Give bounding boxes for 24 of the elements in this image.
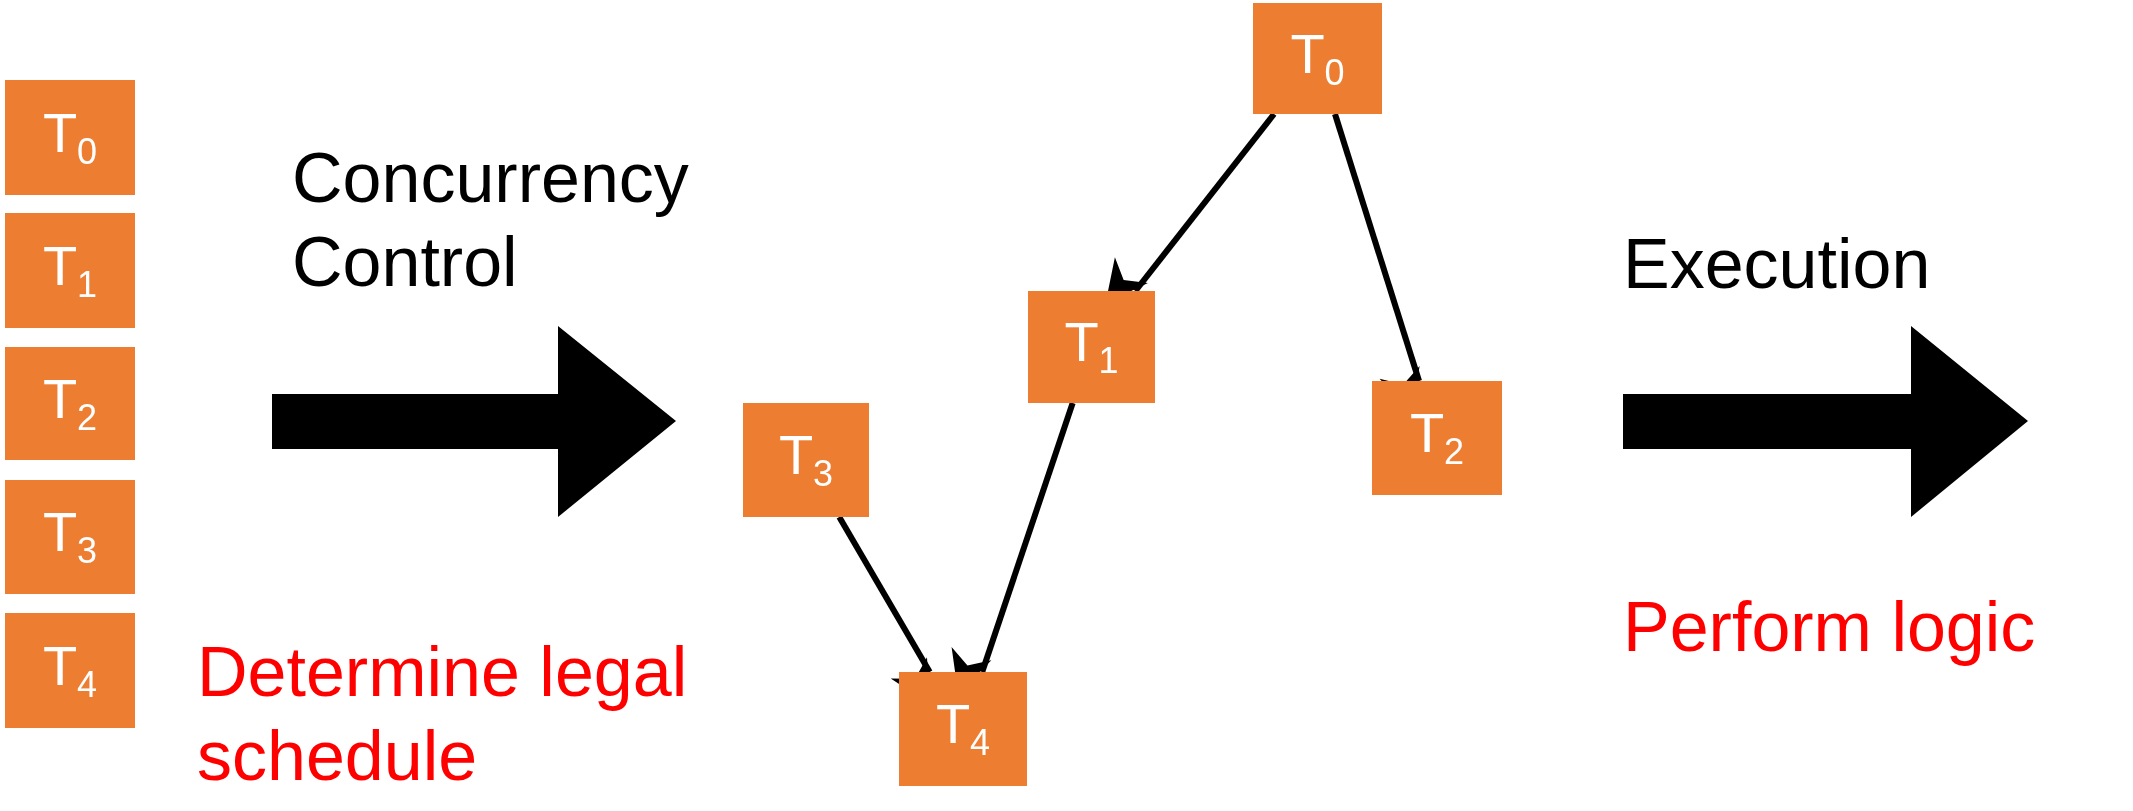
task-box xyxy=(899,672,1027,786)
annotation-text: Concurrency Control xyxy=(292,138,690,303)
task-box xyxy=(1372,381,1502,495)
task-box xyxy=(5,80,135,195)
task-label: T$_{1}$ xyxy=(1064,314,1119,380)
task-box xyxy=(5,613,135,728)
task-label: T$_{2}$ xyxy=(1409,405,1465,471)
annotation-text: Determine legal schedule xyxy=(197,632,689,797)
task-box xyxy=(1253,3,1382,114)
task-box xyxy=(5,347,135,460)
task-label: T$_{3}$ xyxy=(42,504,98,570)
task-label: T$_{1}$ xyxy=(42,237,98,304)
task-label: T$_{3}$ xyxy=(778,427,834,493)
task-label: T$_{2}$ xyxy=(42,370,98,437)
task-label: T$_{4}$ xyxy=(42,637,98,704)
task-box xyxy=(743,403,869,517)
annotation-text: Execution xyxy=(1623,224,1932,305)
task-label: T$_{4}$ xyxy=(935,696,991,762)
task-label: T$_{0}$ xyxy=(1290,25,1345,92)
task-box xyxy=(5,480,135,594)
task-label: T$_{0}$ xyxy=(42,104,98,171)
annotation-text: Perform logic xyxy=(1623,587,2037,668)
task-box xyxy=(1028,291,1155,403)
task-box xyxy=(5,213,135,328)
